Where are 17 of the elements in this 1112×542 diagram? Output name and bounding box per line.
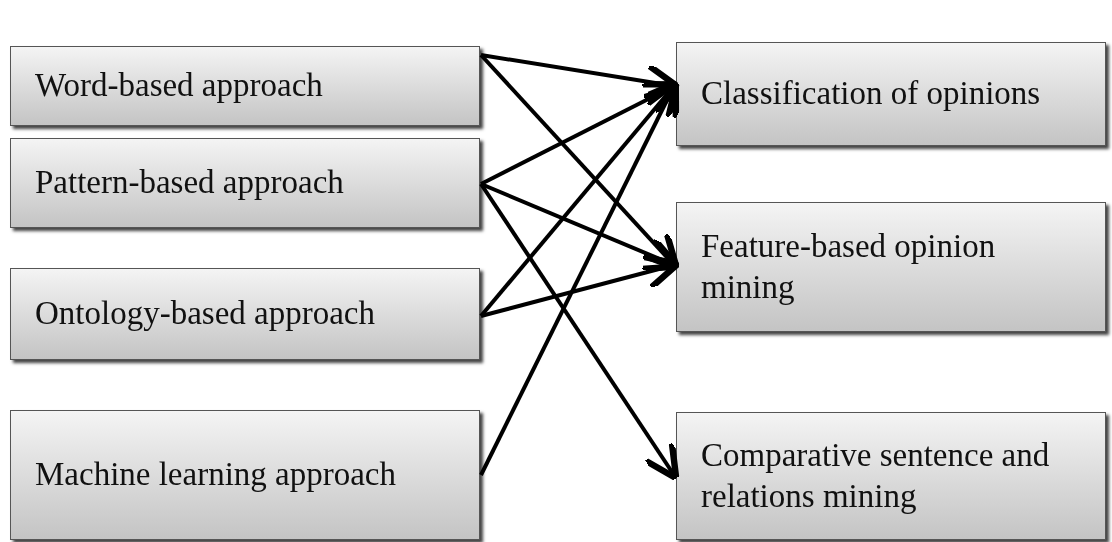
arrow [479, 182, 680, 482]
process-box [676, 202, 1106, 332]
process-box [676, 42, 1106, 146]
process-box [10, 268, 480, 360]
box-label: Machine learning approach [35, 455, 396, 495]
process-box [10, 46, 480, 126]
box-label: Classification of opinions [701, 74, 1041, 114]
process-box [10, 138, 480, 228]
process-box [676, 412, 1106, 540]
box-label: Comparative sentence and relations mining [701, 435, 1051, 516]
box-label: Feature-based opinion mining [701, 226, 997, 307]
arrow [480, 182, 681, 273]
arrow [480, 253, 682, 318]
process-box [10, 410, 480, 540]
box-label: Pattern-based approach [35, 163, 344, 203]
box-label: Word-based approach [35, 66, 323, 106]
box-label: Ontology-based approach [35, 294, 375, 334]
